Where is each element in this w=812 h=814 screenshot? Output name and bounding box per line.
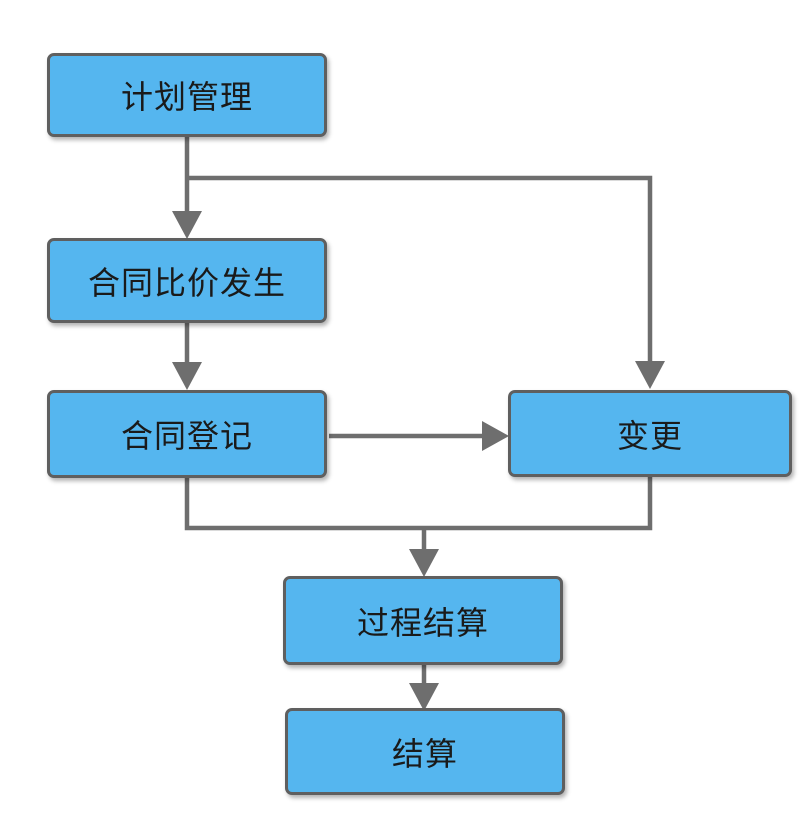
edge-line (187, 175, 653, 363)
edge-line (184, 476, 653, 531)
arrowhead-down-icon (409, 549, 439, 577)
arrowhead-down-icon (409, 683, 439, 711)
arrowhead-down-icon (172, 211, 202, 239)
node-contract-registration-label: 合同登记 (120, 418, 253, 454)
edge-compare-to-register (172, 323, 202, 390)
node-change: 变更 (508, 390, 792, 477)
edge-merge-to-process-settle (409, 526, 439, 577)
arrowhead-down-icon (172, 362, 202, 390)
node-plan-management: 计划管理 (47, 53, 327, 137)
node-contract-price-comparison: 合同比价发生 (47, 238, 327, 323)
edge-plan-to-compare (172, 137, 202, 239)
node-contract-price-comparison-label: 合同比价发生 (87, 264, 286, 301)
node-plan-management-label: 计划管理 (120, 79, 253, 115)
node-change-label: 变更 (616, 417, 683, 454)
arrowhead-right-icon (482, 421, 509, 451)
edge-register-to-change (329, 421, 509, 451)
node-settlement: 结算 (285, 708, 565, 795)
node-settlement-label: 结算 (391, 735, 458, 772)
edge-process-settle-to-settle (409, 665, 439, 711)
arrowhead-down-icon (635, 361, 665, 389)
node-process-settlement-label: 过程结算 (356, 604, 489, 641)
edge-merge-bar (184, 476, 653, 531)
node-process-settlement: 过程结算 (283, 576, 563, 665)
node-contract-registration: 合同登记 (47, 390, 327, 478)
edge-plan-to-change (187, 175, 665, 389)
